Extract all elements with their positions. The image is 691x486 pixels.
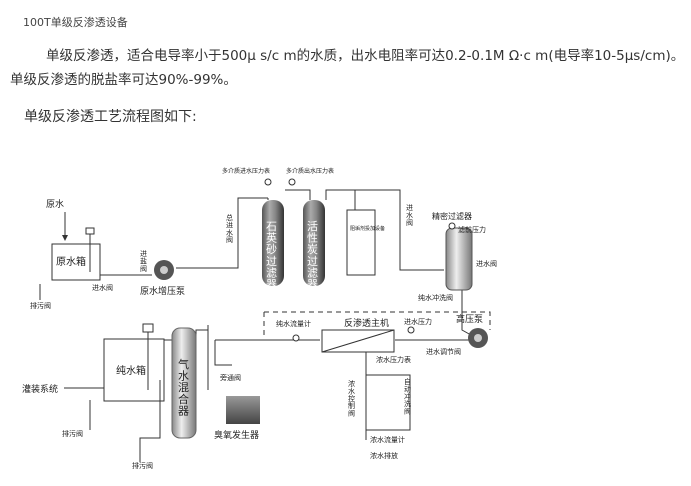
flush-valve-label: 纯水冲洗阀 bbox=[418, 293, 453, 302]
gauge-in-label: 多介质进水压力表 bbox=[222, 167, 270, 175]
filter-pressure-label: 滤前压力 bbox=[458, 225, 486, 234]
inlet-pressure-label: 进水压力 bbox=[404, 317, 432, 326]
inlet-valve3-label: 进水阀 bbox=[476, 259, 497, 268]
pure-tank-label: 纯水箱 bbox=[116, 364, 146, 377]
drain-valve3-label: 排污阀 bbox=[132, 461, 153, 470]
conc-flowmeter-label: 浓水流量计 bbox=[370, 435, 405, 444]
doc-paragraph: 单级反渗透，适合电导率小于500μ s/c m的水质，出水电阻率可达0.2-0.… bbox=[10, 48, 685, 88]
drain-valve2-label: 排污阀 bbox=[62, 429, 83, 438]
sand-filter-vessel bbox=[262, 200, 284, 286]
ro-main-label: 反渗透主机 bbox=[344, 317, 389, 329]
raw-tank-label: 原水箱 bbox=[56, 255, 86, 268]
ozone-label: 臭氧发生器 bbox=[214, 429, 259, 441]
precision-filter-vessel bbox=[445, 227, 473, 291]
bottling-label: 灌装系统 bbox=[22, 383, 58, 395]
drain-valve-label: 排污阀 bbox=[30, 301, 51, 310]
raw-pump-label: 原水增压泵 bbox=[140, 285, 185, 297]
carbon-filter-label: 活性炭过滤器 bbox=[307, 220, 318, 291]
inlet-valve-label: 进盐阀 bbox=[140, 250, 147, 273]
sand-filter-label: 石英砂过滤器 bbox=[266, 220, 277, 291]
precision-filter-label: 精密过滤器 bbox=[432, 211, 472, 221]
conc-valve-label: 浓水控制阀 bbox=[348, 379, 355, 418]
dosing-box bbox=[346, 209, 376, 276]
flow-title: 单级反渗透工艺流程图如下: bbox=[24, 109, 197, 125]
pure-flowmeter-label: 纯水流量计 bbox=[276, 319, 311, 328]
gas-mixer-label: 气水混合器 bbox=[178, 357, 189, 417]
carbon-filter-vessel bbox=[303, 200, 325, 286]
inlet-valve4-label: 进水阀 bbox=[406, 204, 413, 227]
bypass-valve-label: 旁通阀 bbox=[220, 373, 241, 382]
doc-title: 100T单级反渗透设备 bbox=[23, 16, 128, 29]
conc-pressure-label: 浓水压力表 bbox=[376, 355, 411, 364]
hp-pump-label: 高压泵 bbox=[456, 313, 483, 325]
inlet-regulator-label: 进水调节阀 bbox=[426, 347, 461, 356]
inlet-valve2-label: 进水阀 bbox=[92, 283, 113, 292]
dosing-label: 阻垢剂投加设备 bbox=[350, 225, 385, 232]
main-inlet-valve-label: 总进水阀 bbox=[226, 213, 233, 244]
auto-flush-label: 自动冲洗阀 bbox=[404, 377, 411, 416]
gauge-out-label: 多介质出水压力表 bbox=[286, 167, 334, 175]
ozone-generator-box bbox=[226, 396, 260, 424]
conc-drain-label: 浓水排放 bbox=[370, 451, 398, 460]
raw-water-label: 原水 bbox=[46, 198, 64, 210]
gas-mixer-vessel bbox=[171, 327, 197, 439]
